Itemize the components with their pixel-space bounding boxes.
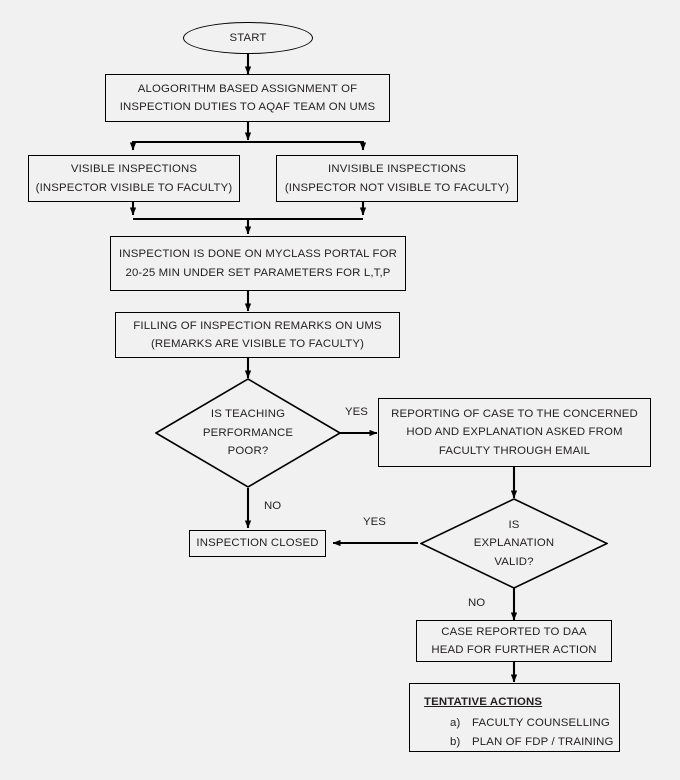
node-case-reported-daa: CASE REPORTED TO DAA HEAD FOR FURTHER AC… bbox=[416, 620, 612, 662]
node-invisible-inspections-line-0: INVISIBLE INSPECTIONS bbox=[328, 163, 466, 176]
diamond-shape-teaching-poor bbox=[155, 378, 341, 488]
node-tentative-actions-text-0: FACULTY COUNSELLING bbox=[472, 717, 610, 730]
node-myclass-portal-line-0: INSPECTION IS DONE ON MYCLASS PORTAL FOR bbox=[119, 248, 397, 261]
node-teaching-poor-line-0: IS TEACHING bbox=[210, 408, 286, 421]
node-visible-inspections: VISIBLE INSPECTIONS (INSPECTOR VISIBLE T… bbox=[28, 155, 240, 202]
node-explanation-valid-line-2: VALID? bbox=[494, 555, 534, 568]
node-invisible-inspections: INVISIBLE INSPECTIONS (INSPECTOR NOT VIS… bbox=[276, 155, 518, 202]
node-assignment-line-1: INSPECTION DUTIES TO AQAF TEAM ON UMS bbox=[119, 101, 376, 113]
node-teaching-poor: IS TEACHING PERFORMANCE POOR? bbox=[155, 378, 341, 488]
node-tentative-actions: TENTATIVE ACTIONS a)FACULTY COUNSELLING … bbox=[409, 683, 620, 752]
node-inspection-closed: INSPECTION CLOSED bbox=[189, 530, 326, 557]
node-assignment-line-0: ALOGORITHM BASED ASSIGNMENT OF bbox=[137, 82, 358, 95]
edge-label-teaching-poor-yes: YES bbox=[345, 406, 368, 418]
edge-label-explanation-valid-yes: YES bbox=[363, 516, 386, 528]
node-explanation-valid: IS EXPLANATION VALID? bbox=[420, 498, 608, 589]
node-explanation-valid-line-0: IS bbox=[508, 518, 520, 531]
node-teaching-poor-line-2: POOR? bbox=[227, 445, 269, 458]
node-tentative-actions-item-0: a) FACULTY COUNSELLING bbox=[424, 714, 610, 732]
node-tentative-actions-item-1: b) PLAN OF FDP / TRAINING bbox=[424, 733, 614, 751]
node-reporting-case-line-0: REPORTING OF CASE TO THE CONCERNED bbox=[391, 407, 638, 420]
node-tentative-actions-marker-0: a) bbox=[450, 717, 461, 730]
node-filling-remarks-line-1: (REMARKS ARE VISIBLE TO FACULTY) bbox=[150, 338, 365, 350]
node-tentative-actions-text-1: PLAN OF FDP / TRAINING bbox=[472, 735, 614, 748]
node-myclass-portal: INSPECTION IS DONE ON MYCLASS PORTAL FOR… bbox=[110, 236, 406, 291]
node-invisible-inspections-line-1: (INSPECTOR NOT VISIBLE TO FACULTY) bbox=[284, 181, 510, 194]
node-tentative-actions-marker-1: b) bbox=[450, 735, 461, 748]
node-teaching-poor-line-1: PERFORMANCE bbox=[202, 426, 294, 439]
node-assignment: ALOGORITHM BASED ASSIGNMENT OF INSPECTIO… bbox=[105, 74, 390, 122]
node-teaching-poor-label: IS TEACHING PERFORMANCE POOR? bbox=[203, 405, 293, 460]
node-visible-inspections-line-0: VISIBLE INSPECTIONS bbox=[70, 163, 198, 176]
node-start: START bbox=[183, 22, 313, 54]
edge-label-teaching-poor-no: NO bbox=[264, 500, 282, 512]
node-reporting-case: REPORTING OF CASE TO THE CONCERNED HOD A… bbox=[378, 398, 651, 467]
node-start-line-0: START bbox=[229, 31, 267, 44]
node-visible-inspections-line-1: (INSPECTOR VISIBLE TO FACULTY) bbox=[35, 181, 233, 194]
edge-label-explanation-valid-no: NO bbox=[468, 597, 486, 609]
node-tentative-actions-header: TENTATIVE ACTIONS bbox=[424, 696, 543, 708]
node-reporting-case-line-2: FACULTY THROUGH EMAIL bbox=[438, 444, 591, 457]
node-myclass-portal-line-1: 20-25 MIN UNDER SET PARAMETERS FOR L,T,P bbox=[125, 266, 391, 279]
node-explanation-valid-label: IS EXPLANATION VALID? bbox=[474, 516, 555, 571]
node-case-reported-daa-line-0: CASE REPORTED TO DAA bbox=[441, 625, 587, 638]
node-case-reported-daa-line-1: HEAD FOR FURTHER ACTION bbox=[431, 644, 597, 656]
node-explanation-valid-line-1: EXPLANATION bbox=[473, 537, 555, 550]
node-inspection-closed-line-0: INSPECTION CLOSED bbox=[196, 537, 319, 550]
node-filling-remarks-line-0: FILLING OF INSPECTION REMARKS ON UMS bbox=[133, 319, 382, 332]
node-filling-remarks: FILLING OF INSPECTION REMARKS ON UMS (RE… bbox=[115, 312, 400, 358]
node-reporting-case-line-1: HOD AND EXPLANATION ASKED FROM bbox=[406, 426, 623, 439]
